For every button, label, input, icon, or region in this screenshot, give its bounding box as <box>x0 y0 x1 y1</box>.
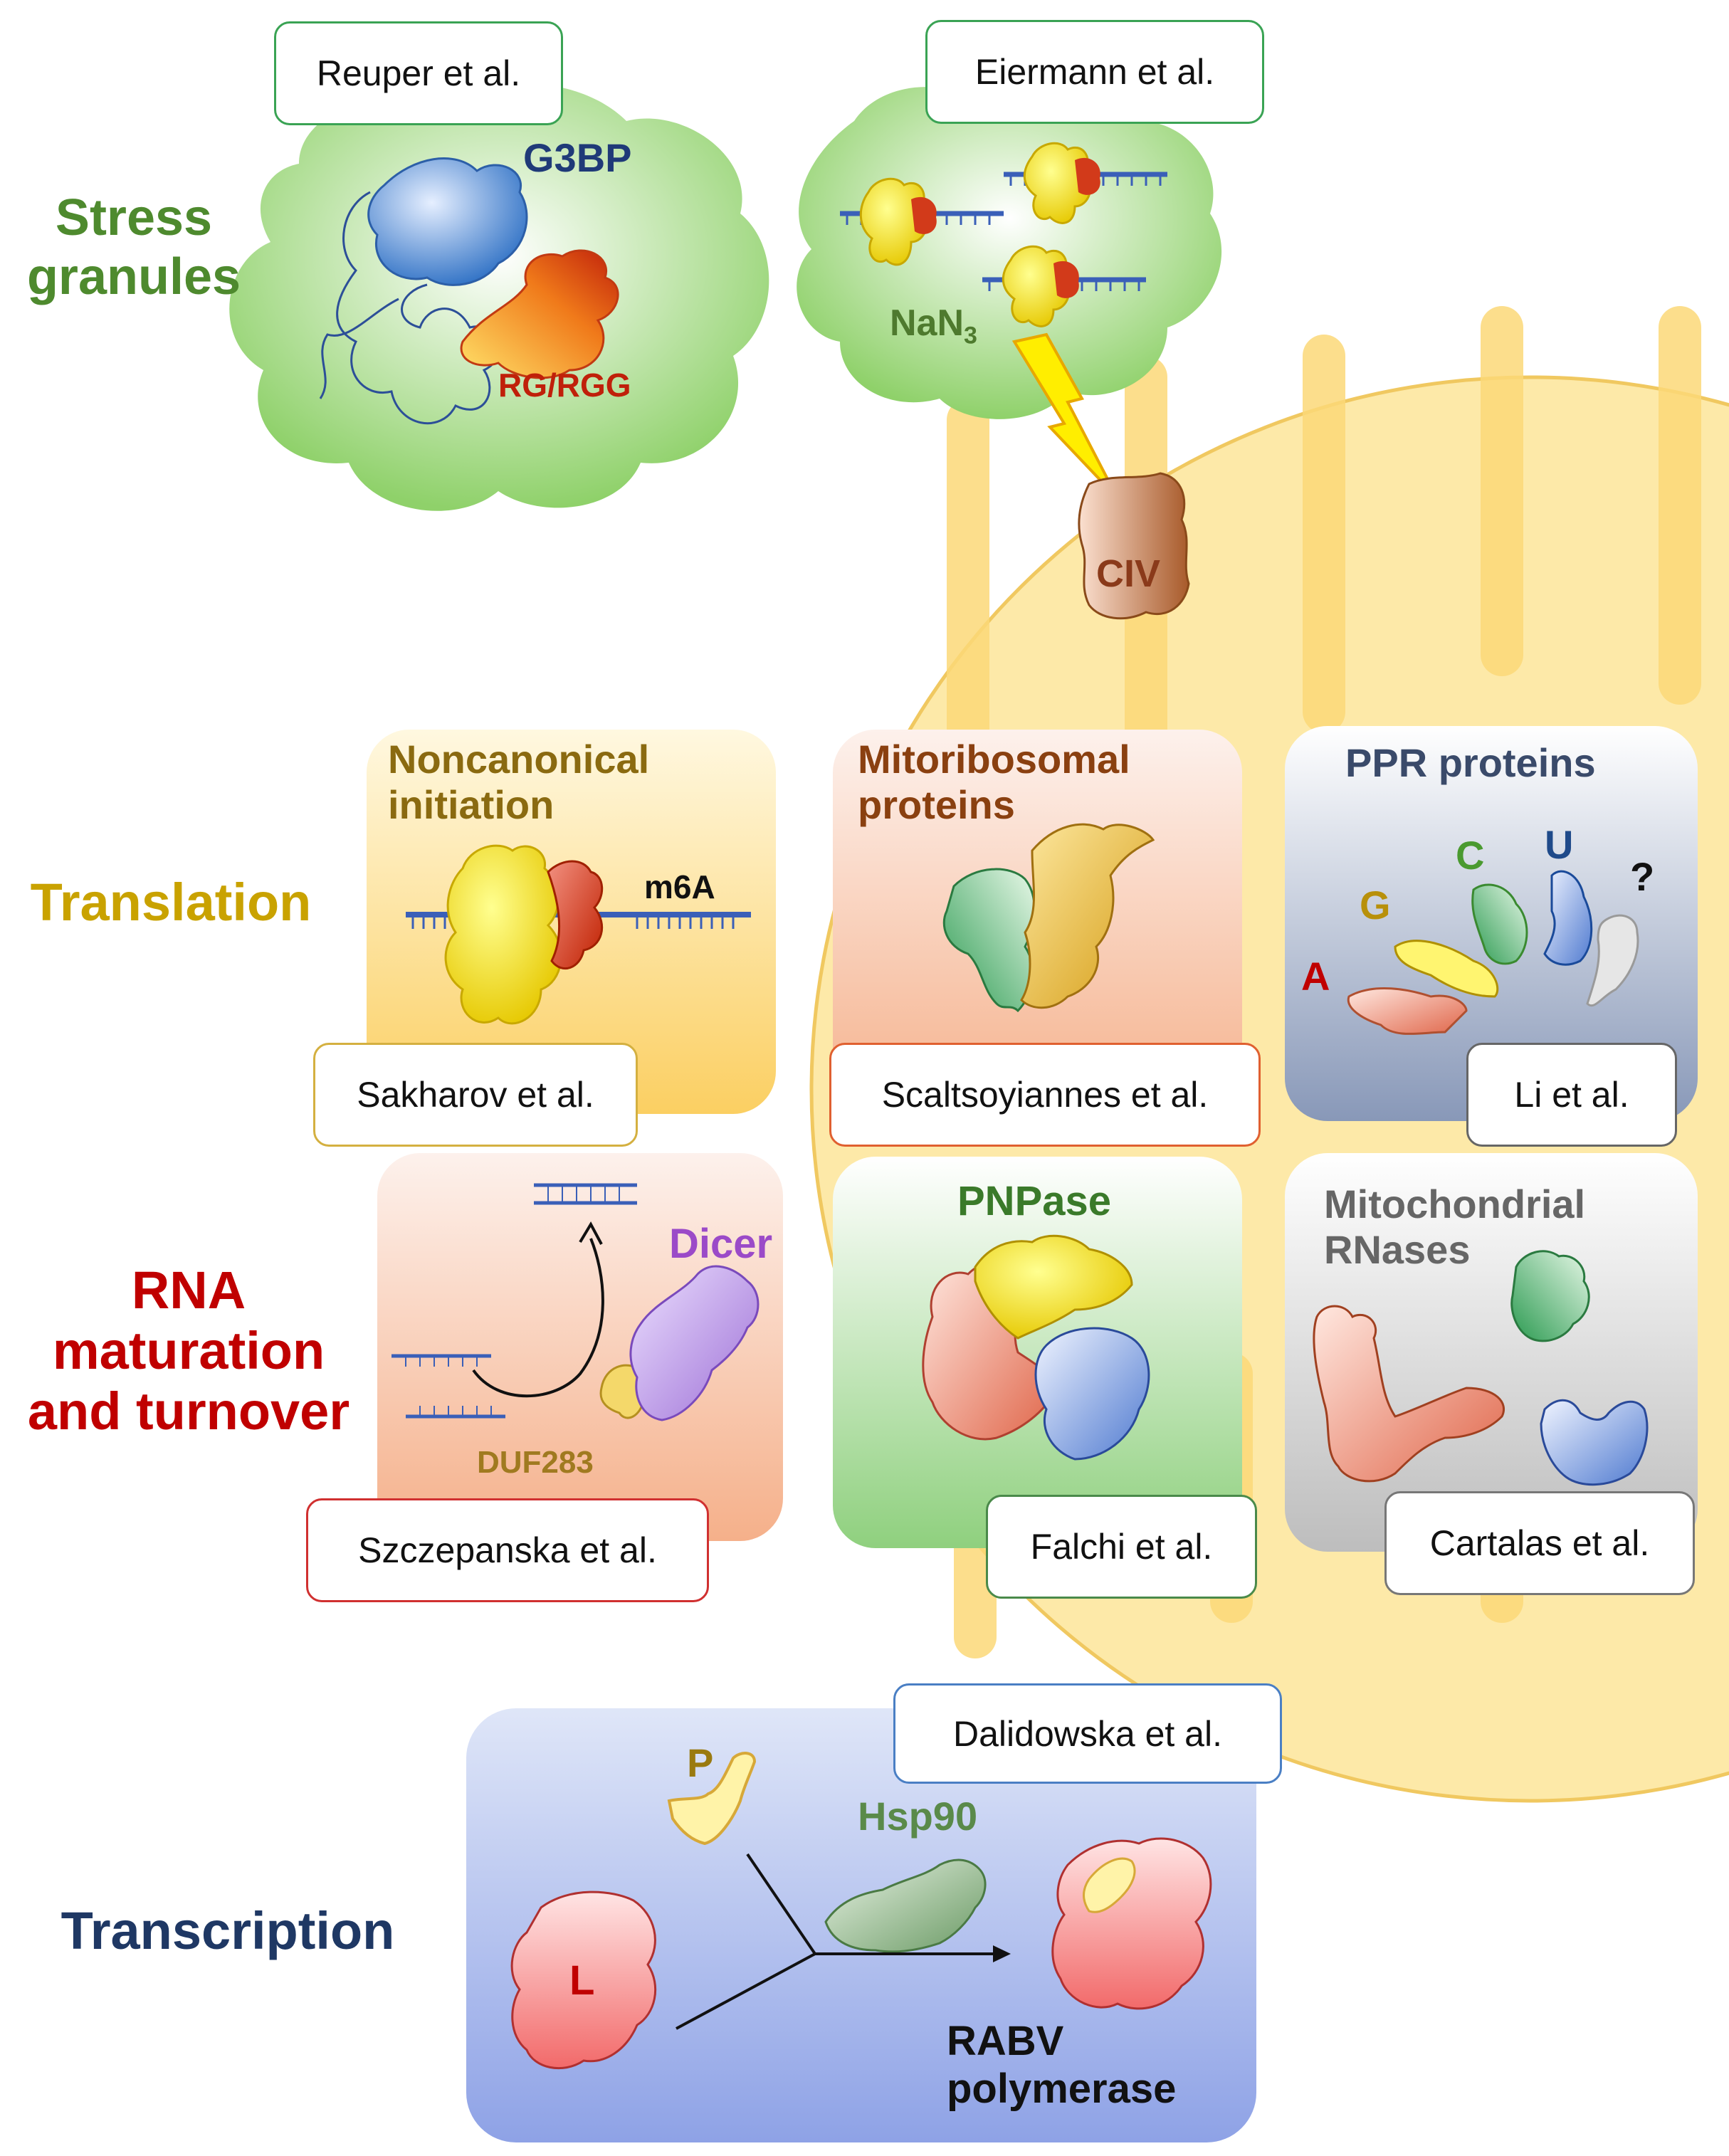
label-mitoribosomal-proteins: Mitoribosomal proteins <box>858 737 1130 828</box>
label-nan3: NaN3 <box>890 303 977 349</box>
label-l: L <box>569 1957 595 2004</box>
label-dicer: Dicer <box>669 1221 773 1267</box>
label-pnpase: PNPase <box>957 1178 1112 1224</box>
section-title-transcription: Transcription <box>61 1901 395 1960</box>
stress-granule-cloud-2 <box>797 83 1222 419</box>
reference-scaltsoyiannes: Scaltsoyiannes et al. <box>829 1043 1261 1147</box>
pnpase-illustration <box>922 1234 1150 1461</box>
reference-dalidowska: Dalidowska et al. <box>893 1683 1282 1784</box>
ppr-illustration <box>1347 870 1639 1035</box>
g3bp-protein-illustration <box>319 157 528 425</box>
nan3-granule-proteins <box>840 142 1167 327</box>
label-mitochondrial-rnases: Mitochondrial RNases <box>1324 1182 1586 1273</box>
reference-sakharov: Sakharov et al. <box>313 1043 638 1147</box>
dicer-panel <box>377 1153 783 1541</box>
mitoribosomal-illustration <box>942 823 1155 1013</box>
reference-falchi: Falchi et al. <box>986 1495 1257 1599</box>
label-ppr-proteins: PPR proteins <box>1345 740 1596 785</box>
section-title-translation: Translation <box>30 873 312 932</box>
label-ppr-u: U <box>1545 822 1574 867</box>
civ-complex-illustration <box>1078 472 1190 620</box>
label-nan3-text: NaN <box>890 303 965 344</box>
label-nan3-subscript: 3 <box>964 322 977 349</box>
section-title-stress-granules: Stress granules <box>26 189 241 305</box>
reference-szczepanska: Szczepanska et al. <box>306 1498 709 1602</box>
transcription-illustration <box>510 1752 1212 2070</box>
label-ppr-c: C <box>1456 833 1485 878</box>
label-duf283: DUF283 <box>477 1445 594 1480</box>
section-title-rna-maturation: RNA maturation and turnover <box>27 1261 350 1441</box>
label-ppr-unknown: ? <box>1630 854 1655 899</box>
pnpase-panel <box>833 1157 1242 1548</box>
label-g3bp: G3BP <box>523 135 632 180</box>
reference-reuper: Reuper et al. <box>274 21 563 125</box>
noncanonical-initiation-illustration <box>406 844 751 1025</box>
reference-eiermann: Eiermann et al. <box>925 20 1264 124</box>
label-rg-rgg: RG/RGG <box>498 367 631 404</box>
dicer-illustration <box>391 1183 760 1421</box>
label-noncanonical-initiation: Noncanonical initiation <box>388 737 650 828</box>
reference-cartalas: Cartalas et al. <box>1384 1491 1695 1595</box>
lightning-bolt-icon <box>1011 332 1119 500</box>
label-ppr-g: G <box>1360 883 1391 927</box>
mitochondrial-rnases-illustration <box>1313 1250 1649 1486</box>
rg-rgg-protein-illustration <box>460 249 619 379</box>
stress-granule-cloud-1 <box>229 83 769 511</box>
label-ppr-a: A <box>1301 954 1330 999</box>
label-p: P <box>687 1740 714 1785</box>
label-hsp90: Hsp90 <box>858 1794 978 1839</box>
reference-li: Li et al. <box>1466 1043 1677 1147</box>
label-rabv-polymerase: RABV polymerase <box>947 2018 1177 2112</box>
label-m6a: m6A <box>644 868 715 905</box>
label-civ: CIV <box>1096 552 1161 595</box>
